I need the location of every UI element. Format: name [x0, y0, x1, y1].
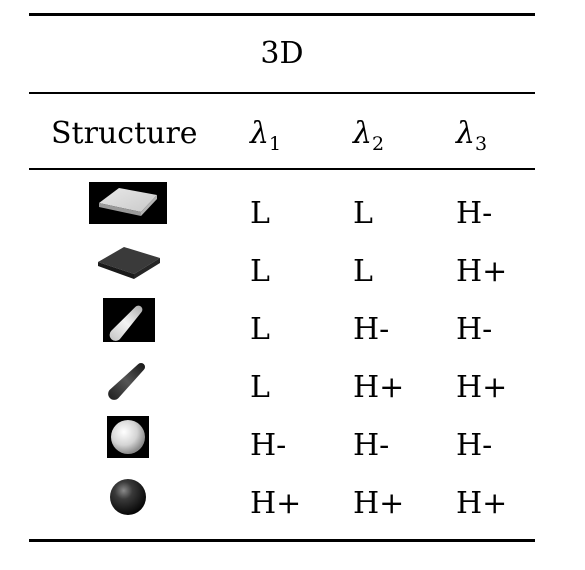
title-rule: [29, 92, 535, 94]
row5-lambda3: H-: [456, 428, 493, 463]
row1-lambda2: L: [353, 196, 373, 231]
row5-lambda1: H-: [250, 428, 287, 463]
header-lambda3: λ3: [456, 116, 488, 155]
header-structure: Structure: [51, 116, 198, 151]
row6-lambda3: H+: [456, 486, 508, 521]
row2-lambda3: H+: [456, 254, 508, 289]
row4-lambda2: H+: [353, 370, 405, 405]
header-lambda2: λ2: [353, 116, 385, 155]
table-title: 3D: [260, 36, 304, 71]
header-rule: [29, 168, 535, 170]
bottom-rule: [29, 539, 535, 542]
bright-plate-icon: [89, 182, 167, 224]
row1-lambda1: L: [250, 196, 270, 231]
row1-lambda3: H-: [456, 196, 493, 231]
row3-lambda2: H-: [353, 312, 390, 347]
row3-lambda3: H-: [456, 312, 493, 347]
row2-lambda2: L: [353, 254, 373, 289]
dark-plate-icon: [98, 247, 160, 279]
row3-lambda1: L: [250, 312, 270, 347]
row4-lambda3: H+: [456, 370, 508, 405]
row5-lambda2: H-: [353, 428, 390, 463]
dark-tube-icon: [108, 362, 146, 400]
row6-lambda1: H+: [250, 486, 302, 521]
row4-lambda1: L: [250, 370, 270, 405]
header-lambda1: λ1: [250, 116, 282, 155]
row6-lambda2: H+: [353, 486, 405, 521]
row2-lambda1: L: [250, 254, 270, 289]
top-rule: [29, 13, 535, 16]
bright-blob-icon: [107, 416, 149, 458]
bright-tube-icon: [103, 298, 155, 342]
dark-blob-icon: [110, 479, 146, 515]
